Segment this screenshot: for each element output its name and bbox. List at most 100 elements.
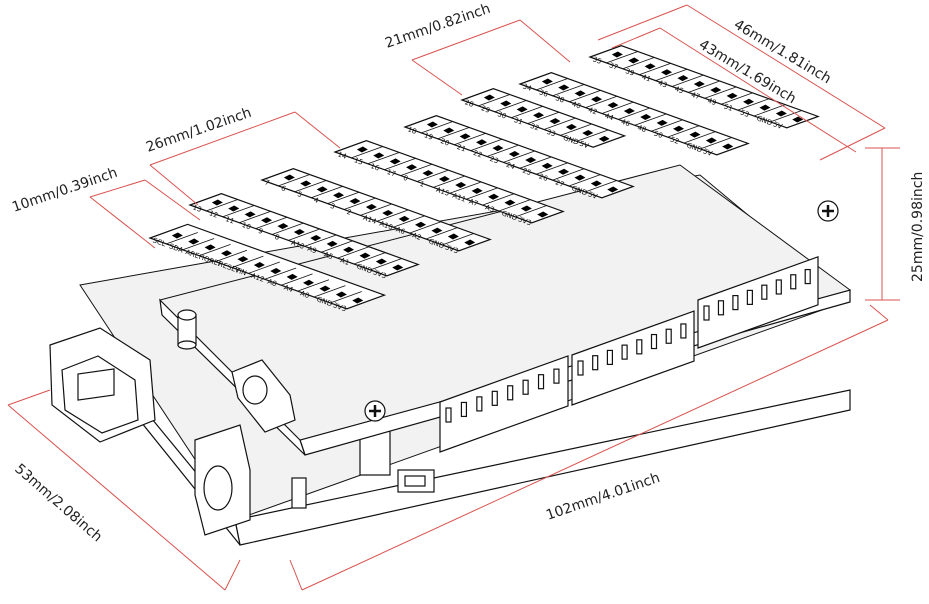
- terminal-screw: [541, 162, 553, 169]
- pin-label: A5: [323, 251, 334, 262]
- terminal-screw: [464, 239, 476, 246]
- pin-label: 26: [538, 173, 550, 184]
- terminal-screw: [541, 78, 553, 85]
- terminal-screw: [303, 279, 315, 286]
- dc-jack: [194, 424, 307, 536]
- terminal-screw: [204, 244, 216, 251]
- pin-label: 37: [608, 61, 619, 72]
- terminal-screw: [211, 199, 223, 206]
- pin-label: 3: [329, 202, 336, 211]
- pin-label: 34: [522, 82, 534, 93]
- terminal-screw: [520, 205, 532, 212]
- pin-label: 9: [257, 227, 264, 236]
- pin-label: 24: [505, 161, 517, 172]
- pin-label: A6: [395, 226, 407, 237]
- terminal-screw: [792, 116, 804, 123]
- terminal-screw: [349, 198, 361, 205]
- pin-label: 23: [489, 155, 500, 166]
- pin-label: 35: [592, 55, 603, 66]
- pin-label: 47: [690, 91, 701, 102]
- terminal-screw: [516, 106, 528, 113]
- terminal-screw: [253, 262, 265, 269]
- pin-label: 40: [571, 100, 582, 111]
- pin-label: 14: [337, 150, 349, 161]
- terminal-screw: [188, 238, 200, 245]
- pin-label: VIN: [234, 266, 248, 278]
- pin-label: 52: [669, 135, 680, 146]
- terminal-screw: [673, 125, 685, 132]
- pin-label: 22: [472, 149, 483, 160]
- terminal-screw: [326, 240, 338, 247]
- pin-label: 5: [296, 190, 303, 199]
- terminal-screw: [607, 102, 619, 109]
- pin-label: 33: [546, 128, 557, 139]
- terminal-screw: [549, 118, 561, 125]
- pin-label: 5V: [587, 190, 599, 201]
- terminal-screw: [590, 180, 602, 187]
- pin-label: 7: [264, 178, 271, 187]
- terminal-screw: [582, 129, 594, 136]
- pin-label: 31: [513, 116, 524, 127]
- pin-label: 1: [419, 180, 426, 189]
- dim-26mm-label: 26mm/1.02inch: [144, 105, 254, 156]
- terminal-screw: [689, 131, 701, 138]
- terminal-screw: [677, 75, 689, 82]
- terminal-screw: [459, 133, 471, 140]
- pin-label: 29: [480, 104, 491, 115]
- terminal-screw: [775, 110, 787, 117]
- terminal-screw: [759, 104, 771, 111]
- terminal-screw: [644, 63, 656, 70]
- pin-label: 19: [423, 131, 434, 142]
- pin-label: 2: [346, 208, 353, 217]
- pin-label: A4: [283, 284, 295, 295]
- terminal-screw: [171, 232, 183, 239]
- terminal-screw: [333, 192, 345, 199]
- terminal-screw: [533, 112, 545, 119]
- dim-10mm-label: 10mm/0.39inch: [10, 165, 120, 216]
- female-headers: [439, 255, 819, 453]
- terminal-screw: [476, 139, 488, 146]
- pin-label: A8: [266, 278, 277, 289]
- terminal-screw: [574, 174, 586, 181]
- terminal-screw: [743, 98, 755, 105]
- terminal-screw: [270, 267, 282, 274]
- terminal-screw: [422, 170, 434, 177]
- terminal-screw: [443, 127, 455, 134]
- terminal-screw: [656, 119, 668, 126]
- pin-label: 42: [587, 106, 598, 117]
- pin-label: 38: [554, 94, 565, 105]
- terminal-screw: [471, 187, 483, 194]
- pin-label: 5V: [578, 140, 590, 151]
- terminal-screw: [244, 211, 256, 218]
- pin-label: 21: [456, 143, 467, 154]
- terminal-screw: [455, 181, 467, 188]
- pin-label: 48: [636, 124, 647, 135]
- pin-label: 5V: [702, 147, 714, 158]
- pin-label: 20: [439, 137, 450, 148]
- pin-label: 28: [464, 98, 475, 109]
- terminal-screw: [286, 273, 298, 280]
- terminal-screw: [525, 156, 537, 163]
- terminal-screw: [283, 174, 295, 181]
- terminal-screw: [483, 94, 495, 101]
- terminal-screw: [293, 229, 305, 236]
- pin-label: 17: [386, 168, 397, 179]
- terminal-screw: [591, 96, 603, 103]
- terminal-screw: [221, 250, 233, 257]
- terminal-screw: [623, 108, 635, 115]
- pin-label: 8: [274, 233, 281, 242]
- led-and-button: [177, 309, 296, 433]
- pin-label: 6: [280, 184, 287, 193]
- terminal-screw: [722, 143, 734, 150]
- terminal-screw: [693, 81, 705, 88]
- terminal-screw: [356, 146, 368, 153]
- pin-label: 30: [496, 110, 507, 121]
- pin-label: 45: [674, 85, 685, 96]
- usb-connector: [49, 327, 156, 443]
- terminal-screw: [607, 186, 619, 193]
